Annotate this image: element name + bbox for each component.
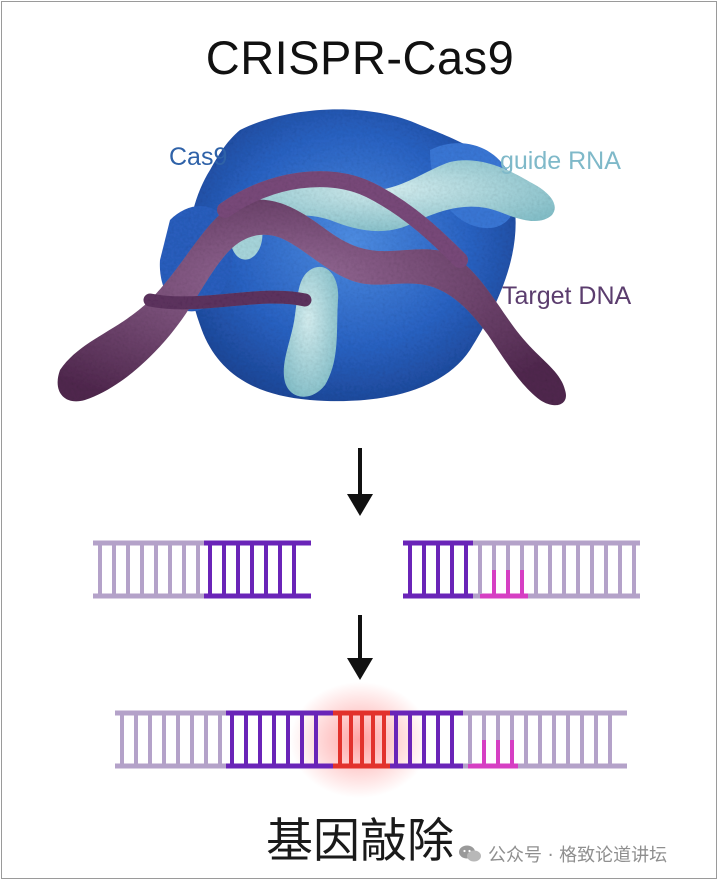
guide-rna-label: guide RNA — [500, 147, 621, 175]
dna-repaired — [115, 682, 627, 798]
watermark: 公众号 · 格致论道讲坛 — [458, 841, 667, 867]
down-arrow-icon — [347, 448, 373, 516]
target-dna-label: Target DNA — [502, 282, 632, 310]
target-dna-helix — [57, 171, 566, 406]
watermark-text: 公众号 · 格致论道讲坛 — [488, 845, 668, 866]
cas9-complex-illustration — [57, 109, 566, 406]
dna-fragment-left — [93, 540, 311, 599]
figure-title: CRISPR-Cas9 — [205, 31, 515, 84]
dna-fragment-right — [403, 540, 640, 599]
down-arrow-icon — [347, 615, 373, 680]
wechat-icon — [459, 845, 481, 862]
cas9-label: Cas9 — [169, 143, 228, 171]
gene-knockout-label: 基因敲除 — [266, 814, 454, 869]
